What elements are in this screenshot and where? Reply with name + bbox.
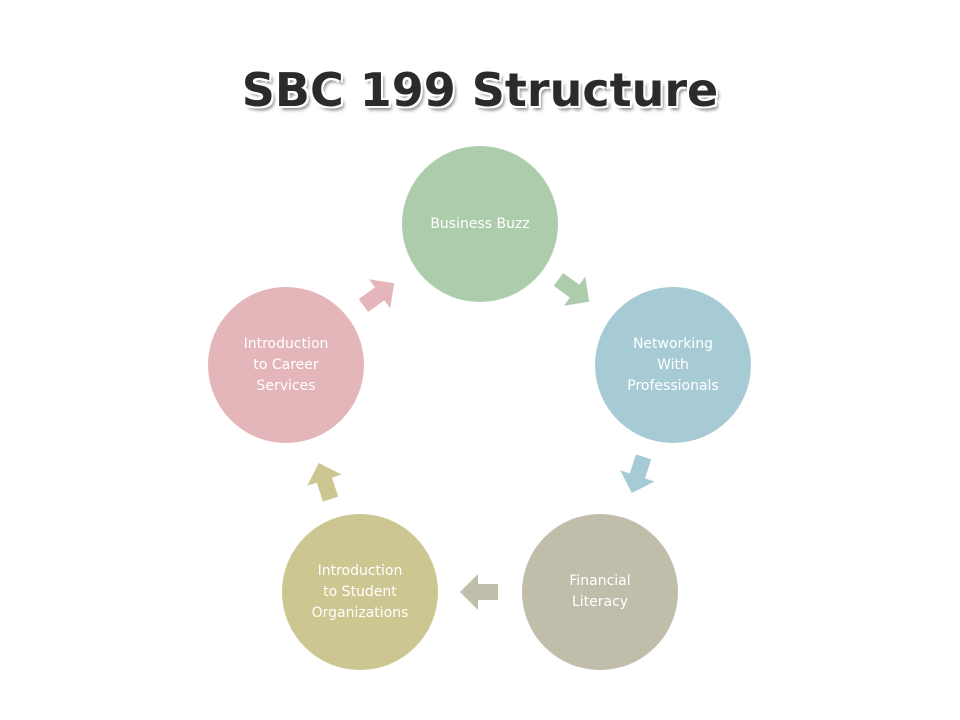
node-label: Business Buzz — [430, 215, 530, 232]
cycle-node-student-organizations: Introduction to Student Organizations — [282, 514, 438, 670]
cycle-node-business-buzz: Business Buzz — [402, 146, 558, 302]
cycle-node-career-services: Introduction to Career Services — [208, 287, 364, 443]
node-label: Introduction to Student Organizations — [311, 562, 409, 621]
cycle-node-networking: Networking With Professionals — [595, 287, 751, 443]
cycle-node-financial-literacy: Financial Literacy — [522, 514, 678, 670]
node-label: Networking With Professionals — [627, 335, 719, 394]
arrow-icon — [352, 268, 405, 321]
arrow-icon — [460, 574, 498, 610]
arrow-icon — [614, 451, 661, 499]
node-label: Introduction to Career Services — [243, 335, 329, 394]
arrow-icon — [547, 264, 600, 317]
node-label: Financial Literacy — [569, 573, 631, 610]
page-title: SBC 199 Structure — [241, 63, 719, 117]
arrow-icon — [301, 457, 348, 505]
